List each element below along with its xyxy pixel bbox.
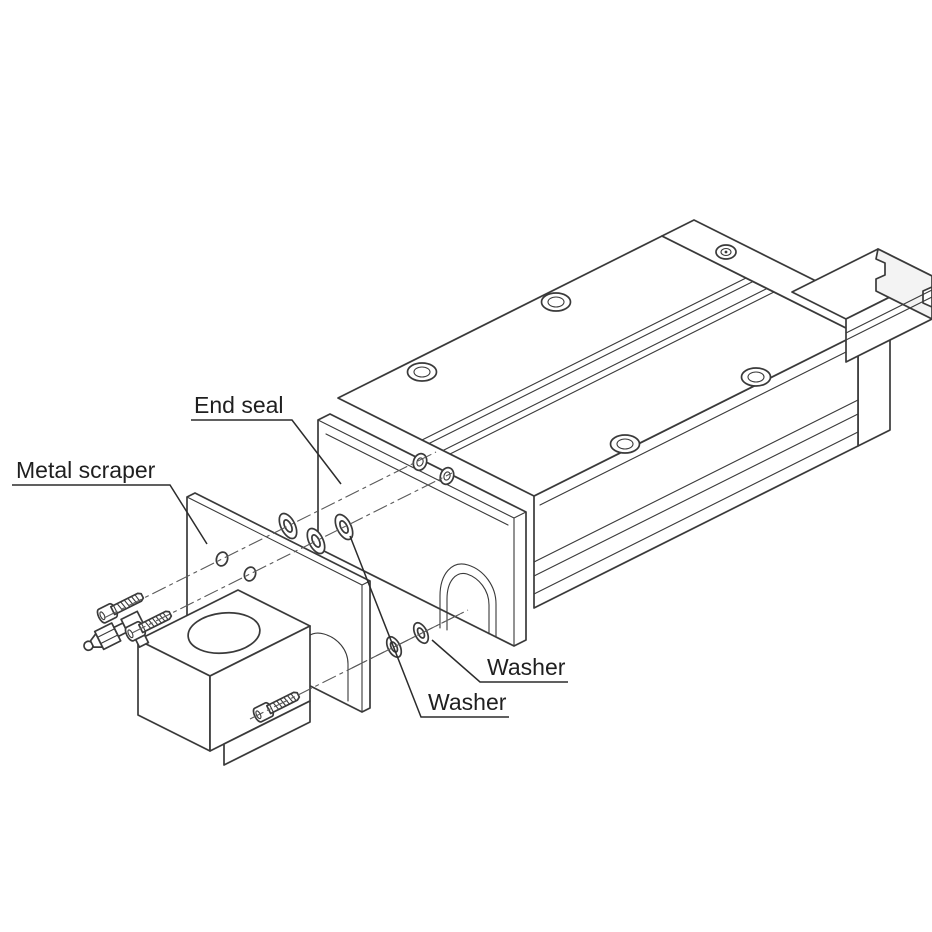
end-seal-label: End seal <box>194 392 284 418</box>
leader-metal-scraper <box>12 484 208 545</box>
carriage-block <box>337 219 891 609</box>
washer-right-label: Washer <box>487 654 566 680</box>
washer-lower-label: Washer <box>428 689 507 715</box>
mounting-hole <box>406 362 438 382</box>
metal-scraper-label: Metal scraper <box>16 457 156 483</box>
front-lube-block <box>137 589 311 766</box>
centerline <box>131 472 453 634</box>
guide-rail <box>791 248 932 363</box>
leader-end-seal <box>191 419 342 485</box>
end-cap-screw <box>715 244 737 260</box>
scraper-hole <box>243 566 257 582</box>
centerline <box>103 451 437 619</box>
scraper-hole <box>215 551 229 567</box>
end-seal-plate <box>317 413 527 647</box>
centerline <box>351 613 461 669</box>
mounting-hole <box>609 434 641 454</box>
leader-washer-right <box>431 639 568 683</box>
block-bore-hole <box>187 611 261 655</box>
leader-washer-lower <box>349 535 509 718</box>
metal-scraper-plate <box>186 492 371 713</box>
mounting-hole <box>540 292 572 312</box>
mounting-hole <box>740 367 772 387</box>
